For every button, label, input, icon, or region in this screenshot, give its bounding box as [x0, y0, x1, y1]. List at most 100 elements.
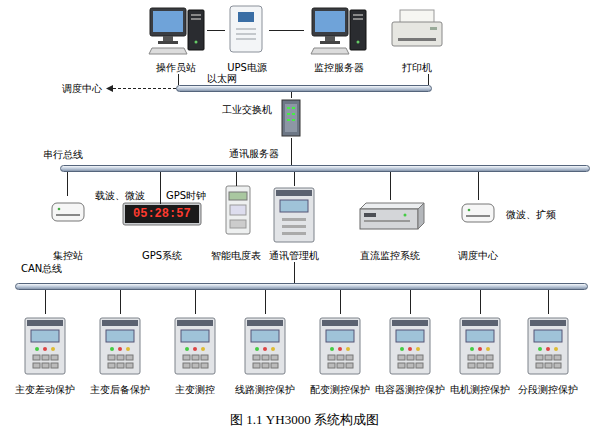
- computer-icon: [311, 8, 366, 54]
- comm-manager-icon-part: [282, 225, 306, 228]
- comm-manager-icon: [274, 188, 314, 242]
- device-label: 主变测控: [175, 384, 215, 396]
- energy-meter-icon-part: [226, 186, 250, 234]
- switch-icon-part: [292, 107, 295, 109]
- comm-manager-icon-part: [280, 200, 308, 212]
- bus-bar: 串行总线通讯服务器: [60, 165, 590, 172]
- device-node: 操作员站: [145, 4, 207, 74]
- energy-meter-icon: [226, 186, 250, 234]
- device-node: 监控服务器: [304, 4, 374, 74]
- device-label: 主变后备保护: [90, 384, 150, 396]
- switch-icon-part: [287, 119, 290, 121]
- dispatch-arrow-part: [106, 85, 113, 92]
- switch-icon: [282, 100, 300, 136]
- bus-connector: [294, 262, 295, 283]
- device-illustrations-part: [460, 318, 500, 374]
- bus-connector: [67, 172, 68, 196]
- bus-label: 串行总线: [43, 149, 83, 161]
- device-label: UPS电源: [227, 62, 267, 74]
- device-node: 主变后备保护: [88, 314, 152, 396]
- bus-bar: 以太网: [176, 85, 432, 92]
- switch-node: 工业交换机: [222, 98, 302, 138]
- device-node: 智能电度表: [209, 186, 263, 262]
- comm-manager-icon-part: [276, 190, 312, 196]
- device-node: 集控站: [45, 196, 90, 262]
- dispatch-arrow: [106, 85, 176, 92]
- energy-meter-icon-part: [229, 192, 247, 200]
- gps-clock-icon: [123, 203, 201, 225]
- device-node: 打印机: [388, 4, 446, 74]
- computer-icon: [149, 8, 204, 54]
- bus-connector: [265, 290, 266, 314]
- clock-digits: 05:28:57: [133, 207, 191, 221]
- device-node: 通讯管理机: [267, 186, 321, 262]
- bus-connector: [410, 290, 411, 314]
- bus-connector: [291, 92, 292, 98]
- device-node: 线路测控保护: [233, 314, 297, 396]
- ups-icon-part: [236, 38, 256, 40]
- device-node: 电机测控保护: [448, 314, 512, 396]
- device-label: 直流监控系统: [360, 250, 420, 262]
- comm-manager-icon-part: [282, 232, 306, 235]
- switch-icon-part: [285, 104, 297, 132]
- device-node: 分段测控保护: [516, 314, 580, 396]
- device-illustrations-part: [320, 318, 360, 374]
- switch-icon-part: [287, 107, 290, 109]
- device-label: 调度中心: [458, 250, 498, 262]
- device-node: 主变测控: [163, 314, 227, 396]
- note-label: GPS时钟: [166, 190, 206, 202]
- switch-icon-part: [282, 100, 300, 136]
- device-node: 调度中心: [455, 200, 501, 262]
- device-label: 集控站: [53, 250, 83, 262]
- device-label: 通讯管理机: [269, 250, 319, 262]
- dc-rack-icon-part: [364, 220, 410, 222]
- bus-connector: [207, 30, 225, 31]
- bus-connector: [390, 172, 391, 200]
- device-label: 电机测控保护: [450, 384, 510, 396]
- device-label: 操作员站: [156, 62, 196, 74]
- figure-caption: 图 1.1 YH3000 系统构成图: [0, 412, 609, 428]
- bus-connector: [480, 290, 481, 314]
- device-node: 配变测控保护: [308, 314, 372, 396]
- device-label: 电容器测控保护: [375, 384, 445, 396]
- modem-icon: [52, 203, 84, 221]
- ups-icon-part: [236, 28, 256, 30]
- energy-meter-icon-part: [230, 205, 246, 215]
- switch-icon-part: [292, 119, 295, 121]
- bus-connector: [236, 172, 237, 186]
- gps-clock-icon-part: [125, 205, 199, 223]
- printer-icon-part: [392, 22, 442, 46]
- printer-icon-part: [430, 27, 437, 30]
- printer-icon-part: [398, 38, 436, 41]
- dc-rack-icon-part: [418, 203, 424, 229]
- device-illustrations-part: [175, 318, 215, 374]
- modem-icon: [462, 204, 494, 222]
- bus-label: CAN总线: [21, 263, 62, 275]
- device-label: GPS系统: [142, 250, 182, 262]
- bus-connector: [45, 290, 46, 314]
- bus-label: 以太网: [207, 73, 237, 85]
- bus-connector: [428, 74, 429, 85]
- bus-connector: [478, 172, 479, 200]
- device-label: 工业交换机: [222, 104, 272, 116]
- bus-connector: [548, 290, 549, 314]
- bus-connector: [269, 30, 304, 31]
- energy-meter-icon-part: [230, 220, 246, 228]
- dc-rack-icon-part: [404, 214, 407, 217]
- dc-rack-icon-part: [364, 213, 376, 217]
- dc-rack-icon-part: [360, 209, 418, 229]
- device-label: 配变测控保护: [310, 384, 370, 396]
- note-label: 载波、微波: [95, 190, 145, 202]
- device-label: 主变差动保护: [15, 384, 75, 396]
- ups-icon-part: [230, 6, 262, 52]
- bus-connector: [178, 74, 179, 85]
- device-illustrations-part: [25, 318, 65, 374]
- device-label: 打印机: [402, 62, 432, 74]
- device-label: 智能电度表: [211, 250, 261, 262]
- device-illustrations-part: [528, 318, 568, 374]
- device-node: 直流监控系统: [356, 200, 424, 262]
